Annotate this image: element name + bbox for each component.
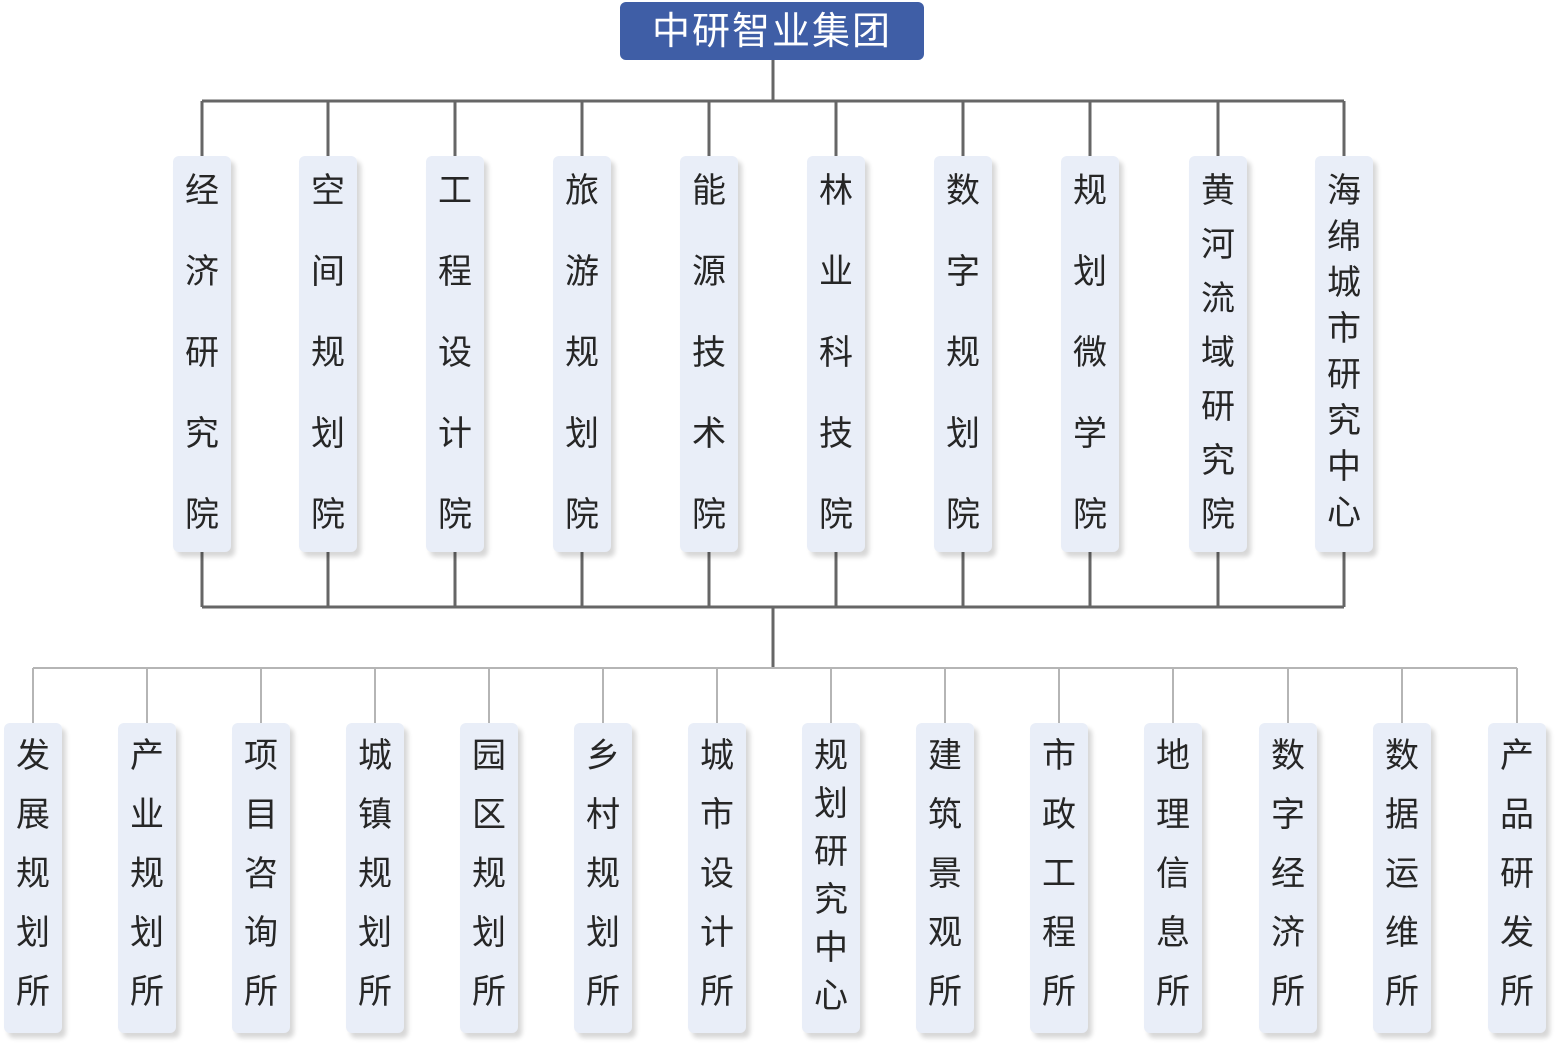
office-node-10: 市政工程所 [1030, 723, 1088, 1033]
office-node-7: 城市设计所 [688, 723, 746, 1033]
office-node-3: 项目咨询所 [232, 723, 290, 1033]
institute-node-8: 规划微学院 [1061, 156, 1119, 552]
office-node-5: 园区规划所 [460, 723, 518, 1033]
institute-node-10: 海绵城市研究中心 [1315, 156, 1373, 552]
institute-node-1: 经济研究院 [173, 156, 231, 552]
institute-node-9: 黄河流域研究院 [1189, 156, 1247, 552]
institute-node-3: 工程设计院 [426, 156, 484, 552]
office-node-12: 数字经济所 [1259, 723, 1317, 1033]
office-node-11: 地理信息所 [1144, 723, 1202, 1033]
office-node-13: 数据运维所 [1373, 723, 1431, 1033]
office-node-14: 产品研发所 [1488, 723, 1546, 1033]
office-node-6: 乡村规划所 [574, 723, 632, 1033]
office-node-8: 规划研究中心 [802, 723, 860, 1033]
office-node-4: 城镇规划所 [346, 723, 404, 1033]
root-node: 中研智业集团 [620, 2, 924, 60]
institute-node-4: 旅游规划院 [553, 156, 611, 552]
institute-node-6: 林业科技院 [807, 156, 865, 552]
institute-node-5: 能源技术院 [680, 156, 738, 552]
office-node-9: 建筑景观所 [916, 723, 974, 1033]
office-node-2: 产业规划所 [118, 723, 176, 1033]
office-node-1: 发展规划所 [4, 723, 62, 1033]
institute-node-7: 数字规划院 [934, 156, 992, 552]
institute-node-2: 空间规划院 [299, 156, 357, 552]
